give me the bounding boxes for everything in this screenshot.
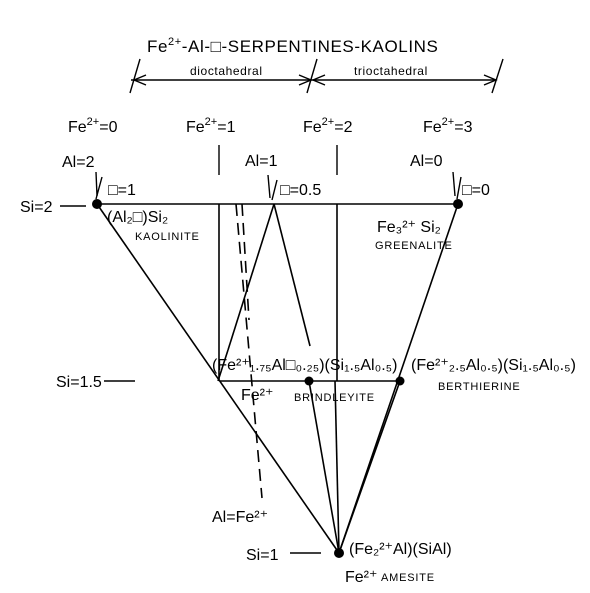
greenalite-point <box>453 199 463 209</box>
svg-text:Fe₃²⁺ Si₂: Fe₃²⁺ Si₂ <box>377 219 441 236</box>
svg-text:BERTHIERINE: BERTHIERINE <box>438 381 521 393</box>
svg-text:Fe²⁺: Fe²⁺ <box>241 387 273 404</box>
svg-text:BRINDLEYITE: BRINDLEYITE <box>294 392 375 404</box>
dioctahedral-label: dioctahedral <box>190 64 263 78</box>
svg-text:(Fe²⁺₁.₇₅Al□₀.₂₅)(Si₁.₅Al₀.₅): (Fe²⁺₁.₇₅Al□₀.₂₅)(Si₁.₅Al₀.₅) <box>212 357 397 374</box>
fe-3-label: Fe2+=3 <box>423 116 473 136</box>
berthierine-point <box>395 376 405 386</box>
vacancy-1-label: □=1 <box>108 182 136 199</box>
si-1-label: Si=1 <box>246 547 279 564</box>
diagram-title: Fe2+-Al-□-SERPENTINES-KAOLINS <box>147 36 439 56</box>
al-equals-fe-dashed-line <box>235 203 263 499</box>
main-triangle <box>96 203 459 554</box>
header-connectors <box>95 145 462 201</box>
amesite-point <box>334 548 344 558</box>
al-1-label: Al=1 <box>245 153 278 170</box>
svg-text:(Fe₂²⁺Al)(SiAl): (Fe₂²⁺Al)(SiAl) <box>349 541 452 558</box>
svg-text:Fe²⁺: Fe²⁺ <box>345 569 377 586</box>
vacancy-0-label: □=0 <box>462 182 490 199</box>
al-2-label: Al=2 <box>62 154 95 171</box>
kaolinite-point <box>92 199 102 209</box>
svg-text:GREENALITE: GREENALITE <box>375 240 453 252</box>
berthierine-label: (Fe²⁺₂.₅Al₀.₅)(Si₁.₅Al₀.₅) BERTHIERINE <box>411 357 576 393</box>
vacancy-0.5-label: □=0.5 <box>280 182 321 199</box>
trioctahedral-label: trioctahedral <box>354 64 428 78</box>
si-2-label: Si=2 <box>20 199 53 216</box>
brindleyite-point <box>304 376 314 386</box>
svg-text:KAOLINITE: KAOLINITE <box>135 231 200 243</box>
svg-text:(Fe²⁺₂.₅Al₀.₅)(Si₁.₅Al₀.₅): (Fe²⁺₂.₅Al₀.₅)(Si₁.₅Al₀.₅) <box>411 357 576 374</box>
amesite-label: (Fe₂²⁺Al)(SiAl) Fe²⁺ AMESITE <box>345 541 452 586</box>
fe-1-label: Fe2+=1 <box>186 116 236 136</box>
svg-text:AMESITE: AMESITE <box>381 572 435 584</box>
al-equals-fe-dashed-line-2 <box>241 203 250 321</box>
fe-0-label: Fe2+=0 <box>68 116 118 136</box>
svg-text:(Al₂□)Si₂: (Al₂□)Si₂ <box>107 209 168 226</box>
al-0-label: Al=0 <box>410 153 443 170</box>
brindleyite-label: (Fe²⁺₁.₇₅Al□₀.₂₅)(Si₁.₅Al₀.₅) Fe²⁺ BRIND… <box>212 357 397 404</box>
si-1.5-label: Si=1.5 <box>56 374 102 391</box>
al-equals-fe-label: Al=Fe²⁺ <box>212 509 268 526</box>
kaolinite-label: (Al₂□)Si₂ KAOLINITE <box>107 209 200 243</box>
greenalite-label: Fe₃²⁺ Si₂ GREENALITE <box>375 219 453 252</box>
fe-2-label: Fe2+=2 <box>303 116 353 136</box>
tie-lines <box>217 203 401 554</box>
octahedral-range-bar: dioctahedral trioctahedral <box>129 58 504 94</box>
